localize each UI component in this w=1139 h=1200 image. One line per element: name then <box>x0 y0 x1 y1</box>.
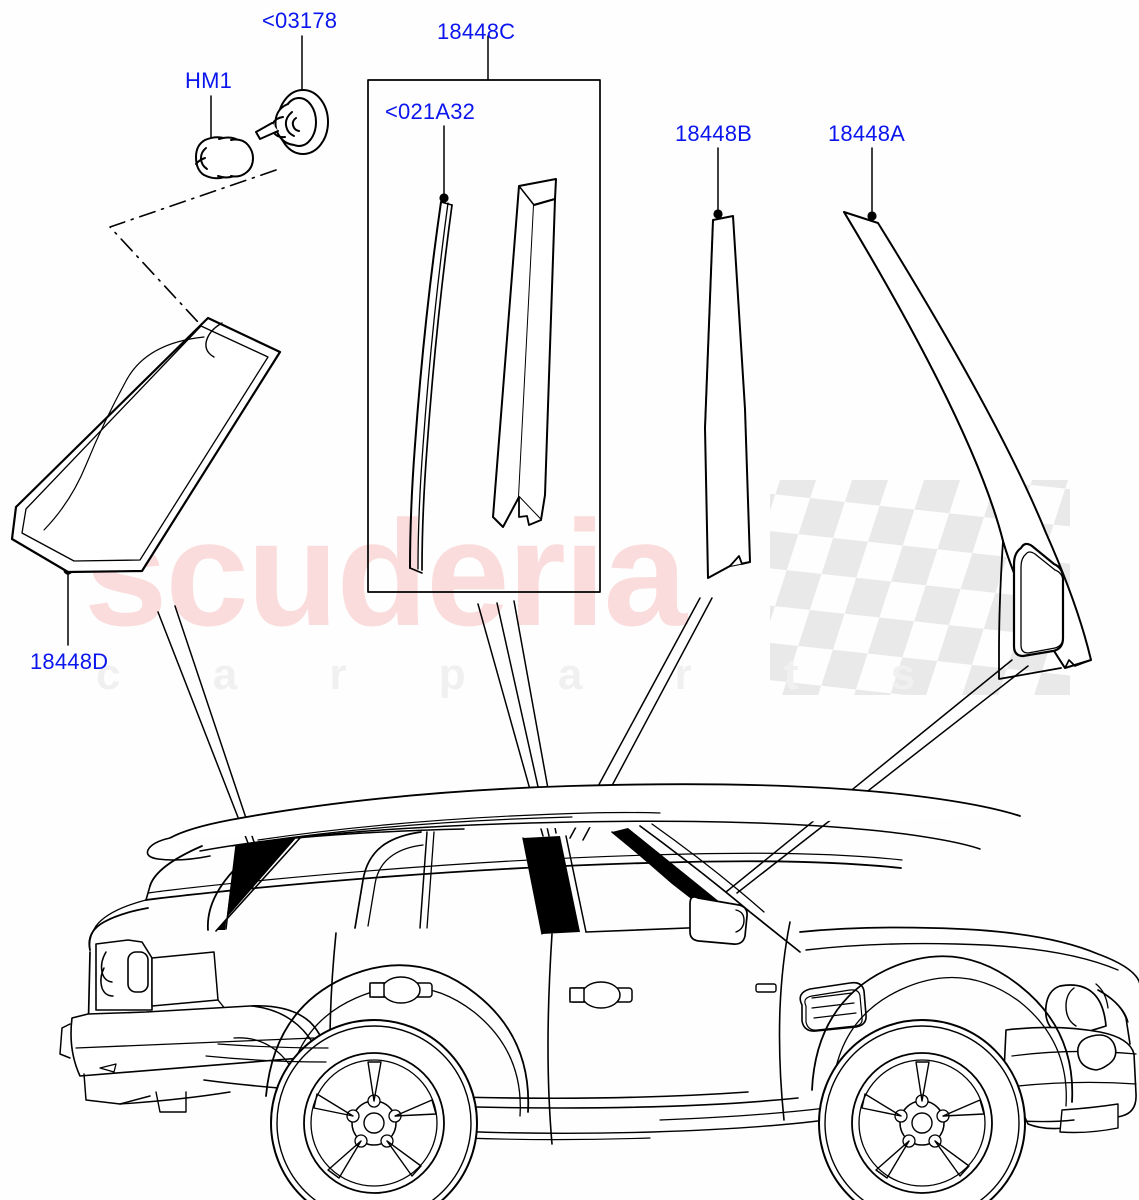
label-hm1: HM1 <box>185 68 233 93</box>
part-021A32-seal-strip <box>409 201 453 574</box>
door-handle-front <box>569 981 633 1009</box>
watermark-brand-text: scuderia <box>84 489 687 657</box>
leader-line-18448B <box>713 147 723 219</box>
label-18448C: 18448C <box>437 19 516 44</box>
part-18448A-pillar-applique <box>843 211 1092 680</box>
door-handle-rear <box>369 976 433 1004</box>
part-03178-clip <box>255 89 329 155</box>
part-hm1-grommet <box>195 136 254 180</box>
vehicle-illustration <box>59 783 1139 1200</box>
label-18448B: 18448B <box>675 121 753 146</box>
part-18448C-pillar-applique <box>492 178 557 528</box>
label-18448A: 18448A <box>828 121 906 146</box>
connector-lines-to-vehicle <box>157 597 1029 894</box>
group-box-18448C <box>367 79 601 593</box>
label-18448D: 18448D <box>30 649 109 674</box>
label-03178: <03178 <box>262 8 338 33</box>
leader-line-18448A <box>867 147 877 221</box>
assembly-dash-dot-line <box>109 169 277 363</box>
leader-line-021A32 <box>439 125 449 203</box>
watermark-tagline-text: c a r p a r t s <box>96 650 956 699</box>
part-18448B-pillar-applique <box>704 215 751 579</box>
leader-line-18448D <box>63 565 73 646</box>
label-021A32: <021A32 <box>385 99 476 124</box>
part-18448D-quarter-finisher <box>10 316 282 574</box>
